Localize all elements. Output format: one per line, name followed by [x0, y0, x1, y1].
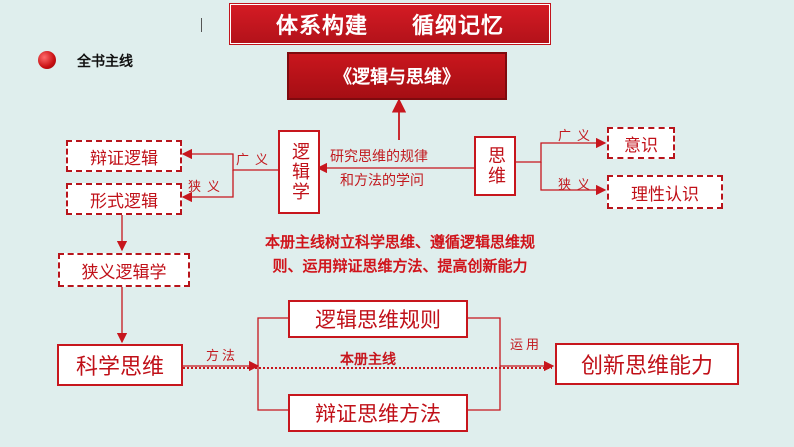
header-title-right: 循纲记忆 — [412, 14, 505, 39]
branch-right — [512, 137, 607, 163]
box-bianzheng-siwei-fangfa: 辩证思维方法 — [288, 394, 468, 432]
box-lixing-renshi: 理性认识 — [607, 175, 723, 209]
header-divider — [201, 18, 202, 32]
box-chuangxin-siwei-nengli: 创新思维能力 — [555, 343, 739, 385]
box-xiayi-luojixue: 狭义逻辑学 — [58, 253, 190, 287]
branch-left-2 — [181, 170, 234, 203]
bracket-left-top — [257, 317, 288, 366]
statement-line1: 本册主线树立科学思维、遵循逻辑思维规 — [264, 233, 535, 251]
box-siwei: 思维 — [474, 136, 516, 196]
book-title-box: 《逻辑与思维》 — [287, 52, 507, 100]
statement-line2: 则、运用辩证思维方法、提高创新能力 — [272, 257, 528, 275]
box-kexue-siwei: 科学思维 — [57, 344, 183, 386]
label-left-xiayi: 狭义 — [188, 180, 227, 195]
label-right-xiayi: 狭义 — [558, 178, 597, 193]
header-title-left: 体系构建 — [275, 14, 368, 39]
label-right-guangyi: 广义 — [558, 129, 597, 144]
box-luoji-siwei-guize: 逻辑思维规则 — [288, 300, 468, 338]
box-xingshi-luoji: 形式逻辑 — [66, 183, 182, 215]
section-label: 全书主线 — [77, 54, 133, 70]
main-line-label: 本册主线 — [340, 352, 396, 368]
definition-line2: 和方法的学问 — [340, 173, 424, 189]
label-left-guangyi: 广义 — [236, 153, 275, 168]
label-yunyong: 运用 — [510, 338, 543, 353]
bracket-right-bottom — [464, 366, 501, 411]
definition-line1: 研究思维的规律 — [330, 149, 428, 165]
branch-right-2 — [540, 162, 607, 196]
branch-left — [181, 148, 278, 171]
bracket-left-bottom — [257, 366, 288, 411]
box-bianzheng-luoji: 辩证逻辑 — [66, 140, 182, 172]
bullet-dot-icon — [38, 51, 56, 69]
bracket-right-top — [464, 317, 501, 366]
box-yishi: 意识 — [607, 127, 675, 159]
box-luojixue: 逻辑学 — [278, 130, 320, 214]
header-banner: 体系构建 循纲记忆 — [230, 4, 550, 44]
main-line-statement: 本册主线树立科学思维、遵循逻辑思维规 则、运用辩证思维方法、提高创新能力 — [190, 230, 610, 278]
label-fangfa: 方法 — [206, 349, 239, 364]
